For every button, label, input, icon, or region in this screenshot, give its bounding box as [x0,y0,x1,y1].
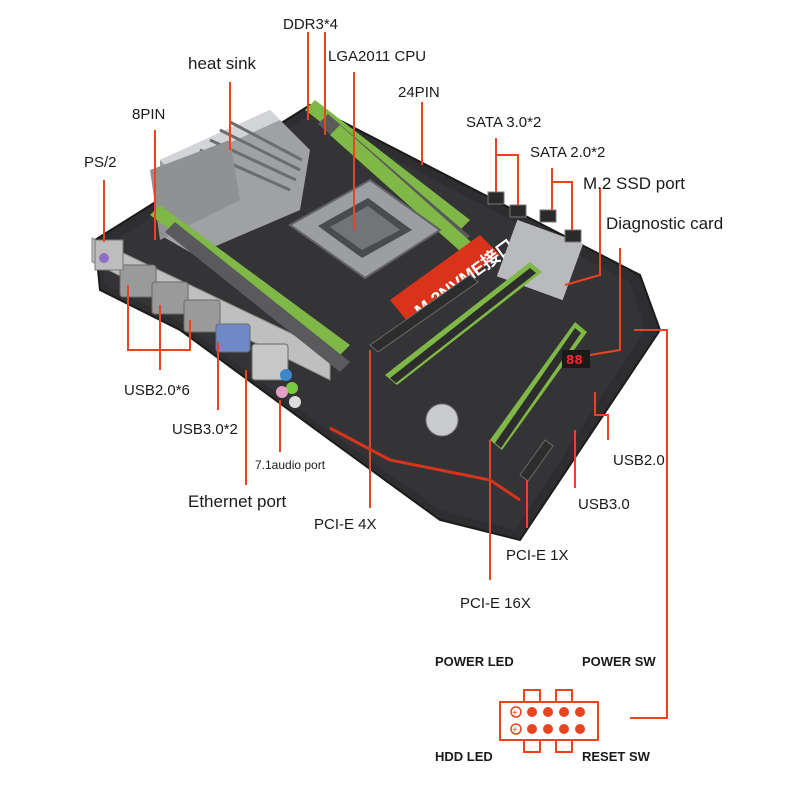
diagnostic-display [562,350,590,368]
label-lga2011-cpu: LGA2011 CPU [328,48,427,65]
label-8pin: 8PIN [132,106,166,123]
annotation-lines [103,32,668,719]
ram-slots [150,100,480,372]
label-sata2: SATA 2.0*2 [530,144,606,161]
label-24pin: 24PIN [398,84,440,101]
label-sata3: SATA 3.0*2 [466,114,542,131]
label-hdd-led: HDD LED [435,749,493,764]
label-usb2-right: USB2.0 [613,452,665,469]
label-power-sw: POWER SW [582,654,656,669]
label-heat-sink: heat sink [188,54,257,73]
label-audio-port: 7.1audio port [255,458,326,472]
label-usb2x6: USB2.0*6 [124,382,190,399]
heat-sink [150,110,310,255]
label-power-led: POWER LED [435,654,514,669]
label-pcie-16x: PCI-E 16X [460,595,531,612]
cpu-socket [288,178,442,280]
label-ddr3: DDR3*4 [283,16,339,33]
label-reset-sw: RESET SW [582,749,650,764]
ps2-port [94,239,124,271]
front-panel-header: + + [499,689,599,753]
label-usb3x2: USB3.0*2 [172,421,238,438]
audio-jacks [276,369,301,408]
diag-display-text: 88 [566,353,583,369]
svg-text:+: + [512,708,518,719]
cmos-battery [425,403,459,437]
label-ethernet-port: Ethernet port [188,492,287,511]
pcie-slots [369,262,587,482]
label-m2-ssd-port: M.2 SSD port [583,174,686,193]
label-pcie-4x: PCI-E 4X [314,516,377,533]
svg-text:+: + [512,725,518,736]
sata-ports [487,191,582,243]
label-usb3-right: USB3.0 [578,496,630,513]
label-pcie-1x: PCI-E 1X [506,547,569,564]
label-ps2: PS/2 [84,154,117,171]
label-diagnostic-card: Diagnostic card [606,214,724,233]
